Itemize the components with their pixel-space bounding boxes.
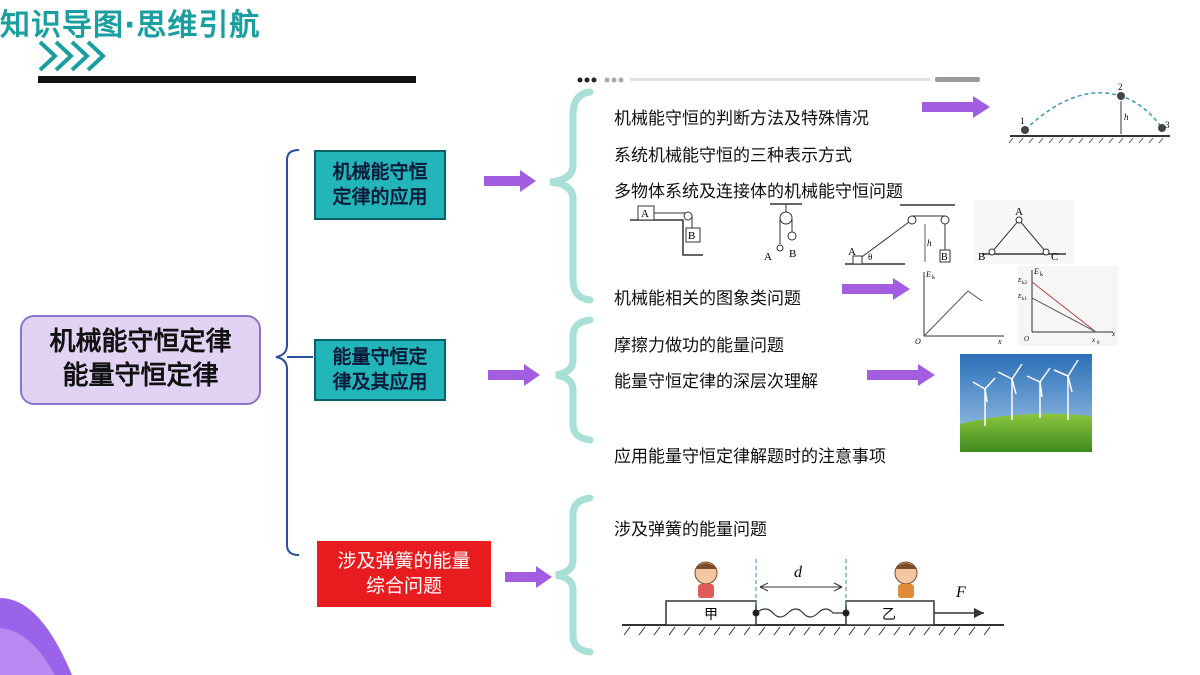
block-label: A: [764, 251, 772, 263]
axis-label: O: [1024, 335, 1029, 343]
axis-label: E: [925, 270, 931, 279]
person-icon: [894, 561, 918, 598]
brace-decor: [549, 88, 594, 656]
energy-graph-2: E k E k2 E k1 O x x 0: [1018, 266, 1118, 346]
angle-label: θ: [868, 252, 872, 262]
block-label: B: [941, 252, 948, 263]
branch-label: 定律的应用: [332, 186, 428, 208]
block-label: 乙: [882, 607, 896, 623]
page-title: 知识导图·思维引航: [0, 8, 261, 43]
branch-label: 能量守恒定: [332, 346, 428, 369]
axis-label: 0: [1097, 341, 1100, 346]
chevron-icon: [38, 40, 106, 72]
incline-figure: A θ h B: [845, 204, 955, 265]
pulley-figure: A B: [630, 205, 703, 256]
branch-mechanical-energy: 机械能守恒定律的应用: [314, 150, 446, 220]
block-label: A: [641, 208, 649, 220]
point-label: C: [1051, 251, 1058, 263]
block-label: A: [848, 246, 856, 258]
block-label: B: [789, 248, 796, 260]
branch-label: 机械能守恒: [332, 161, 428, 184]
branch-label: 综合问题: [365, 575, 442, 597]
point-label: 2: [1118, 82, 1123, 92]
list-item: 摩擦力做功的能量问题: [614, 336, 784, 356]
header-underline: [38, 76, 416, 83]
branch-label: 律及其应用: [332, 371, 428, 393]
point-label: B: [978, 251, 985, 263]
triangle-figure: A B C: [974, 200, 1074, 264]
list-item: 机械能守恒的判断方法及特殊情况: [614, 109, 869, 129]
axis-label: E: [1018, 278, 1022, 284]
axis-label: k: [1040, 272, 1043, 278]
distance-label: d: [794, 564, 803, 581]
root-line2: 能量守恒定律: [62, 361, 219, 391]
height-label: h: [927, 238, 932, 248]
axis-label: k1: [1022, 297, 1028, 302]
projectile-figure: 1 2 3 h: [1008, 82, 1170, 144]
list-item: 应用能量守恒定律解题时的注意事项: [614, 447, 886, 467]
height-label: h: [1124, 112, 1129, 122]
person-icon: [694, 561, 718, 598]
force-label: F: [955, 584, 966, 601]
list-item: 涉及弹簧的能量问题: [614, 520, 767, 540]
point-label: A: [1015, 206, 1023, 218]
main-bracket: [275, 149, 313, 556]
axis-label: x: [1091, 336, 1096, 344]
list-item: 机械能相关的图象类问题: [614, 289, 801, 309]
root-line1: 机械能守恒定律: [49, 327, 232, 358]
block-label: 甲: [704, 608, 718, 623]
wind-turbine-image: [960, 354, 1092, 452]
axis-label: k2: [1022, 281, 1028, 286]
axis-label: O: [915, 337, 921, 346]
axis-label: k: [932, 275, 935, 281]
branch-label: 涉及弹簧的能量: [337, 550, 471, 573]
list-item: 多物体系统及连接体的机械能守恒问题: [614, 182, 903, 202]
axis-label: x: [997, 337, 1002, 346]
root-node: 机械能守恒定律 能量守恒定律: [20, 315, 261, 405]
branch-energy-conservation: 能量守恒定律及其应用: [314, 339, 446, 401]
header-dots: [577, 77, 597, 83]
spring-figure: d 甲 乙 F: [622, 559, 1004, 636]
pulley-figure-2: A B: [764, 203, 802, 263]
point-label: 3: [1165, 120, 1170, 130]
list-item: 系统机械能守恒的三种表示方式: [614, 146, 852, 166]
axis-label: E: [1033, 267, 1039, 276]
arrow-icon: [484, 96, 990, 588]
list-item: 能量守恒定律的深层次理解: [614, 372, 818, 392]
branch-spring: 涉及弹簧的能量综合问题: [317, 541, 491, 607]
block-label: B: [688, 230, 695, 242]
point-label: 1: [1020, 116, 1025, 126]
axis-label: x: [1111, 330, 1116, 338]
energy-graph-1: E k O x: [915, 270, 1004, 346]
axis-label: E: [1018, 294, 1022, 300]
